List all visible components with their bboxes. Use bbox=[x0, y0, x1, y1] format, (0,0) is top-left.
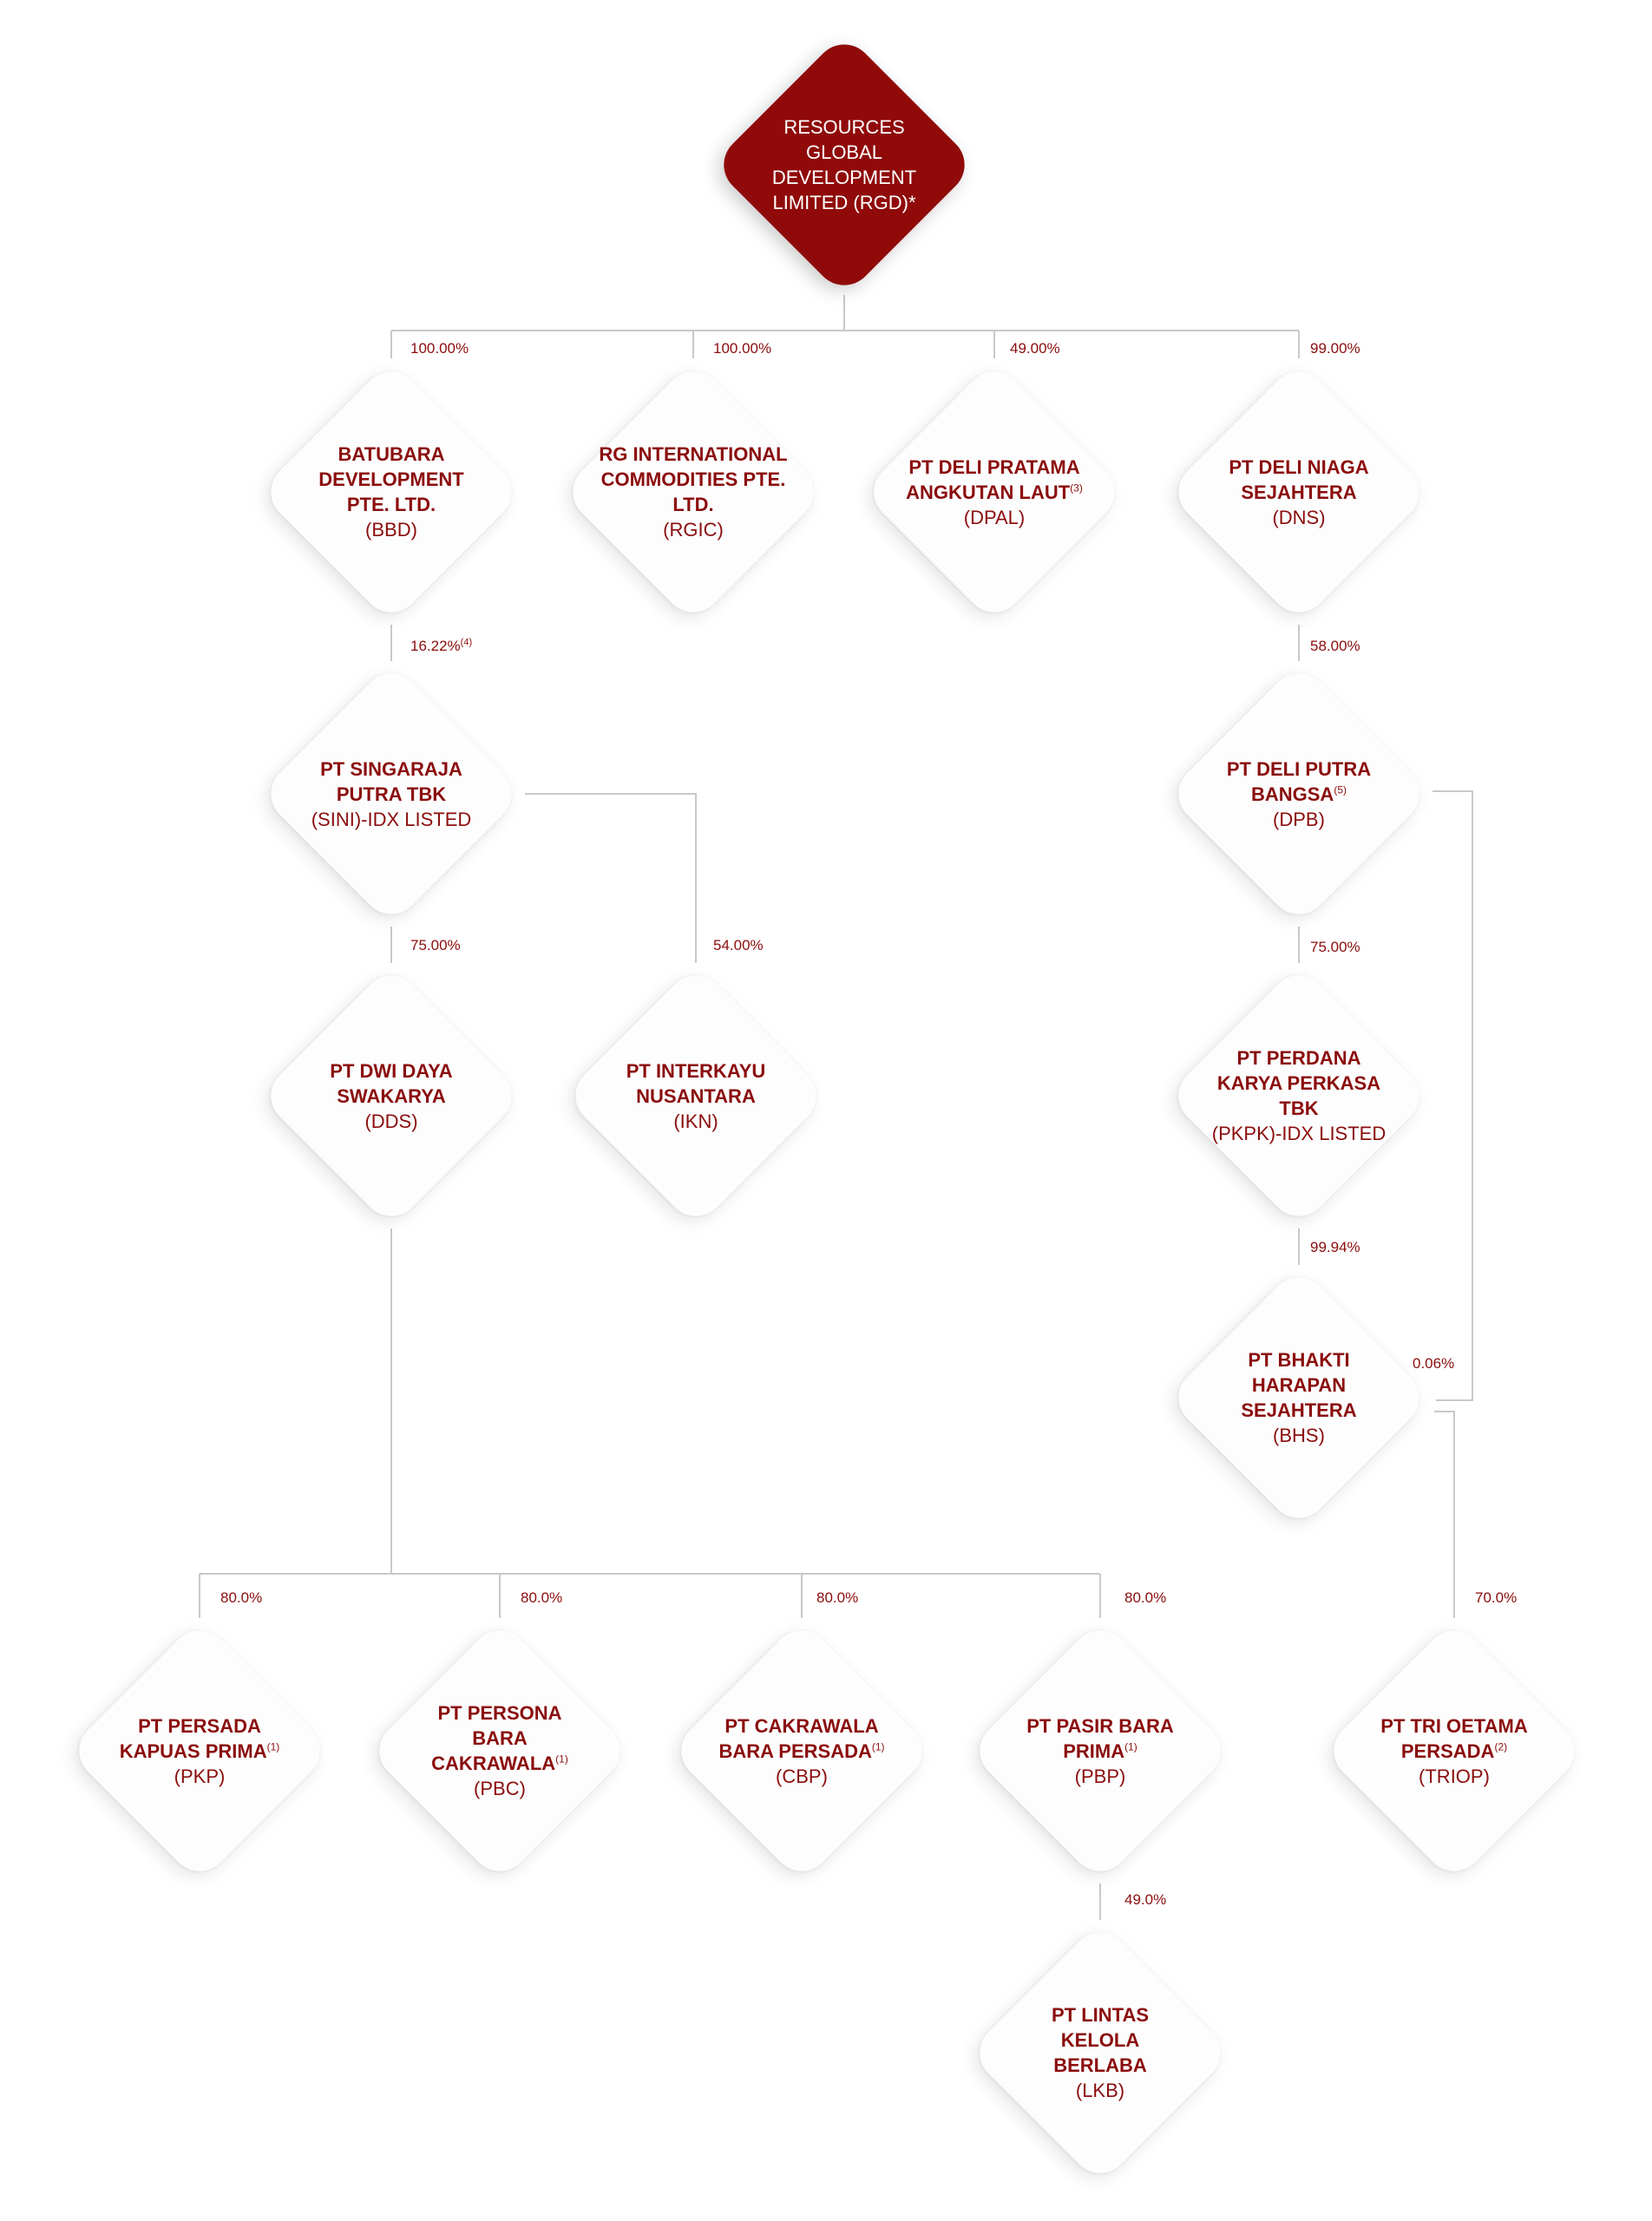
entity-code: (TRIOP) bbox=[1419, 1765, 1490, 1787]
entity-name-text: PT TRI OETAMA PERSADA bbox=[1380, 1714, 1528, 1762]
pct-rgd-dpal: 49.00% bbox=[1010, 340, 1060, 357]
entity-name-text: PT PERSADA KAPUAS PRIMA bbox=[119, 1714, 267, 1762]
entity-name: PT PASIR BARA PRIMA(1) bbox=[1020, 1713, 1181, 1764]
entity-pbp: PT PASIR BARA PRIMA(1)(PBP) bbox=[961, 1612, 1239, 1890]
entity-name: PT SINGARAJA PUTRA TBK bbox=[320, 757, 462, 805]
entity-bhs: PT BHAKTI HARAPAN SEJAHTERA (BHS) bbox=[1160, 1259, 1438, 1536]
entity-name: PT TRI OETAMA PERSADA(2) bbox=[1374, 1713, 1535, 1764]
pct-sini-dds: 75.00% bbox=[410, 937, 461, 953]
footnote-marker: (1) bbox=[555, 1753, 568, 1766]
entity-name: RG INTERNATIONAL COMMODITIES PTE. LTD. bbox=[599, 443, 788, 515]
entity-name-text: PT DELI PUTRA BANGSA bbox=[1226, 757, 1372, 805]
entity-name-text: PT DELI PRATAMA ANGKUTAN LAUT bbox=[906, 455, 1080, 503]
entity-dns: PT DELI NIAGA SEJAHTERA (DNS) bbox=[1160, 353, 1438, 631]
entity-name: PT INTERKAYU NUSANTARA bbox=[626, 1059, 766, 1107]
entity-dpal: PT DELI PRATAMA ANGKUTAN LAUT(3)(DPAL) bbox=[856, 353, 1133, 631]
pct-rgd-rgic: 100.00% bbox=[713, 340, 772, 357]
connector-dds-bus bbox=[199, 1228, 1101, 1618]
entity-name: PT CAKRAWALA BARA PERSADA(1) bbox=[705, 1713, 900, 1764]
entity-code: (BBD) bbox=[365, 519, 417, 541]
entity-lkb: PT LINTAS KELOLA BERLABA (LKB) bbox=[961, 1914, 1239, 2192]
footnote-marker: (1) bbox=[871, 1740, 885, 1753]
entity-code: (DPB) bbox=[1273, 808, 1325, 830]
entity-code: (LKB) bbox=[1075, 2080, 1125, 2101]
entity-name: PT DWI DAYA SWAKARYA bbox=[330, 1059, 453, 1107]
pct-dns-dpb: 58.00% bbox=[1310, 638, 1360, 654]
footnote-marker: (4) bbox=[460, 637, 473, 648]
connector-sini-ikn bbox=[525, 793, 697, 963]
footnote-marker: (1) bbox=[266, 1740, 280, 1753]
pct-rgd-dns: 99.00% bbox=[1310, 340, 1360, 357]
entity-code: (PKP) bbox=[174, 1765, 226, 1787]
pct-dds-pkp: 80.0% bbox=[220, 1589, 263, 1606]
entity-name-text: PT PERSONA BARA CAKRAWALA bbox=[431, 1702, 562, 1774]
pct-dds-pbc: 80.0% bbox=[521, 1589, 563, 1606]
pct-pkpk-bhs: 99.94% bbox=[1310, 1239, 1360, 1255]
entity-code: (DNS) bbox=[1272, 506, 1326, 528]
entity-pbc: PT PERSONA BARA CAKRAWALA(1)(PBC) bbox=[361, 1612, 639, 1890]
entity-sini: PT SINGARAJA PUTRA TBK (SINI)-IDX LISTED bbox=[252, 655, 530, 933]
pct-bhs-triop: 70.0% bbox=[1475, 1589, 1518, 1606]
footnote-marker: (5) bbox=[1334, 783, 1347, 796]
entity-name: PT PERSONA BARA CAKRAWALA(1) bbox=[424, 1700, 576, 1776]
footnote-marker: (1) bbox=[1124, 1740, 1137, 1753]
entity-rgic: RG INTERNATIONAL COMMODITIES PTE. LTD. (R… bbox=[554, 353, 832, 631]
pct-dpb-bhs: 0.06% bbox=[1413, 1355, 1455, 1372]
entity-dpb: PT DELI PUTRA BANGSA(5)(DPB) bbox=[1160, 655, 1438, 933]
entity-pkp: PT PERSADA KAPUAS PRIMA(1)(PKP) bbox=[61, 1612, 338, 1890]
entity-name: PT DELI PRATAMA ANGKUTAN LAUT(3) bbox=[897, 455, 1092, 505]
entity-rgd: RESOURCES GLOBAL DEVELOPMENT LIMITED (RG… bbox=[705, 26, 983, 304]
connector-rgd-bus bbox=[390, 295, 1300, 358]
footnote-marker: (2) bbox=[1494, 1740, 1508, 1753]
entity-name: PT LINTAS KELOLA BERLABA bbox=[1051, 2004, 1150, 2076]
pct-dpb-pkpk: 75.00% bbox=[1310, 939, 1360, 955]
entity-code: (CBP) bbox=[776, 1765, 828, 1787]
entity-code: (DDS) bbox=[364, 1110, 418, 1132]
entity-ikn: PT INTERKAYU NUSANTARA (IKN) bbox=[557, 957, 835, 1235]
entity-bbd: BATUBARA DEVELOPMENT PTE. LTD. (BBD) bbox=[252, 353, 530, 631]
entity-name: PT DELI NIAGA SEJAHTERA bbox=[1229, 455, 1369, 503]
pct-rgd-bbd: 100.00% bbox=[410, 340, 469, 357]
entity-name: PT DELI PUTRA BANGSA(5) bbox=[1219, 757, 1380, 807]
entity-triop: PT TRI OETAMA PERSADA(2)(TRIOP) bbox=[1315, 1612, 1593, 1890]
entity-code: (DPAL) bbox=[963, 506, 1026, 528]
entity-code: (PKPK)-IDX LISTED bbox=[1211, 1123, 1386, 1144]
entity-code: (SINI)-IDX LISTED bbox=[311, 808, 472, 830]
footnote-marker: (3) bbox=[1070, 482, 1083, 495]
pct-bbd-sini: 16.22%(4) bbox=[410, 638, 472, 655]
entity-name: PT PERSADA KAPUAS PRIMA(1) bbox=[102, 1713, 298, 1764]
pct-pbp-lkb: 49.0% bbox=[1124, 1891, 1167, 1908]
entity-dds: PT DWI DAYA SWAKARYA (DDS) bbox=[252, 957, 530, 1235]
entity-name-text: PT CAKRAWALA BARA PERSADA bbox=[718, 1714, 879, 1762]
pct-dds-cbp: 80.0% bbox=[816, 1589, 859, 1606]
entity-code: (RGIC) bbox=[663, 519, 724, 541]
entity-code: (IKN) bbox=[673, 1110, 718, 1132]
entity-name: PT PERDANA KARYA PERKASA TBK bbox=[1216, 1047, 1381, 1119]
entity-name: BATUBARA DEVELOPMENT PTE. LTD. bbox=[318, 443, 464, 515]
connector-dpb-bhs bbox=[1432, 790, 1473, 1401]
pct-dds-pbp: 80.0% bbox=[1124, 1589, 1167, 1606]
entity-pkpk: PT PERDANA KARYA PERKASA TBK (PKPK)-IDX L… bbox=[1160, 957, 1438, 1235]
pct-bbd-sini-value: 16.22% bbox=[410, 638, 461, 654]
entity-name: PT BHAKTI HARAPAN SEJAHTERA bbox=[1241, 1349, 1357, 1421]
entity-name-text: PT PASIR BARA PRIMA bbox=[1026, 1714, 1174, 1762]
connector-bhs-triop bbox=[1434, 1411, 1455, 1618]
entity-cbp: PT CAKRAWALA BARA PERSADA(1)(CBP) bbox=[663, 1612, 941, 1890]
pct-sini-ikn: 54.00% bbox=[713, 937, 764, 953]
entity-code: (PBC) bbox=[474, 1778, 526, 1799]
entity-code: (BHS) bbox=[1273, 1425, 1325, 1446]
entity-code: (PBP) bbox=[1074, 1765, 1126, 1787]
entity-name: RESOURCES GLOBAL DEVELOPMENT LIMITED (RG… bbox=[771, 116, 917, 213]
